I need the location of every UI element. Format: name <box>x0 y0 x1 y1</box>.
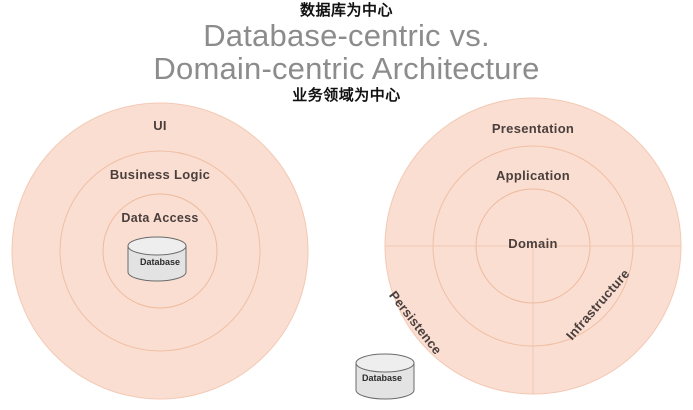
right-label-application: Application <box>495 168 571 183</box>
annotation-domain-centric: 业务领域为中心 <box>292 86 401 104</box>
left-database-cylinder <box>127 236 187 282</box>
left-cylinder-label: Database <box>139 257 181 267</box>
right-label-domain: Domain <box>508 236 558 251</box>
left-label-business-logic: Business Logic <box>109 167 211 182</box>
left-label-ui: UI <box>153 118 167 133</box>
title-line-2: Domain-centric Architecture <box>153 51 540 86</box>
bottom-database-cylinder <box>355 353 415 400</box>
bottom-cylinder-top <box>355 353 415 373</box>
title-line-1: Database-centric vs. <box>203 18 490 53</box>
right-diagram-group <box>384 97 682 395</box>
left-cylinder-body <box>127 245 187 282</box>
page-title: Database-centric vs. Domain-centric Arch… <box>0 19 693 85</box>
left-label-data-access: Data Access <box>121 211 199 225</box>
left-diagram-group <box>11 102 309 400</box>
bottom-cylinder-body <box>355 362 415 400</box>
annotation-database-centric: 数据库为中心 <box>299 1 393 19</box>
bottom-cylinder-label: Database <box>361 373 403 383</box>
right-label-presentation: Presentation <box>491 121 575 136</box>
left-cylinder-top <box>127 236 187 256</box>
